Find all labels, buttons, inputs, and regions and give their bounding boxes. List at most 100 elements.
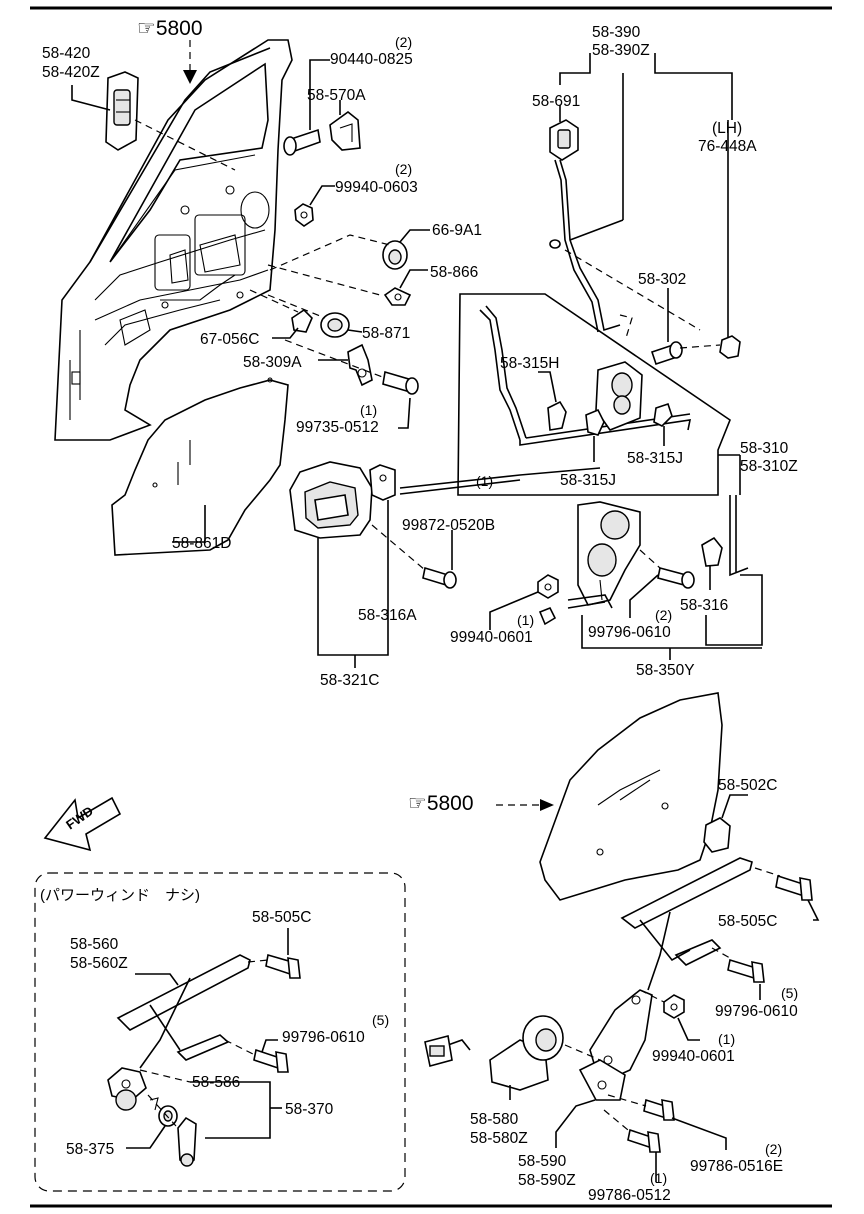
part-58-691	[549, 119, 579, 161]
label-58-316: 58-316	[680, 597, 728, 614]
part-99940-0601-a-clip	[538, 606, 557, 626]
qty-99796-0610-b: (5)	[781, 985, 798, 1001]
label-99796-0610-a: 99796-0610	[588, 624, 671, 641]
label-58-590z: 58-590Z	[518, 1172, 576, 1189]
part-58-580	[424, 1015, 564, 1091]
label-66-9a1: 66-9A1	[432, 222, 482, 239]
label-58-560: 58-560	[70, 936, 119, 953]
label-99735-0512: 99735-0512	[296, 419, 379, 436]
label-58-502c: 58-502C	[718, 777, 777, 794]
part-58-375	[158, 1105, 178, 1127]
qty-99735: (1)	[360, 402, 377, 418]
part-99786-0516e	[643, 1098, 675, 1121]
label-58-316a: 58-316A	[358, 607, 417, 624]
part-58-302	[650, 341, 683, 366]
label-99940-0601-a: 99940-0601	[450, 629, 533, 646]
label-58-560z: 58-560Z	[70, 955, 128, 972]
part-99796-0610-c	[253, 1048, 289, 1073]
inset-title: (パワーウィンド ナシ)	[40, 887, 200, 904]
part-58-866	[383, 287, 412, 306]
inset-box	[34, 872, 406, 1192]
label-58-505c-r: 58-505C	[718, 913, 777, 930]
label-58-420z: 58-420Z	[42, 64, 100, 81]
qty-99786-0512: (1)	[650, 1170, 667, 1186]
label-58-315j-b: 58-315J	[627, 450, 683, 467]
part-58-315j-b	[653, 402, 673, 427]
label-58-866: 58-866	[430, 264, 478, 281]
part-58-321c	[289, 461, 373, 539]
qty-90440: (2)	[395, 34, 412, 50]
part-67-056c	[291, 308, 313, 333]
label-lh: (LH)	[712, 120, 742, 137]
part-58-861d	[111, 377, 289, 556]
part-58-350y	[577, 501, 641, 606]
label-58-315h: 58-315H	[500, 355, 559, 372]
part-66-9a1	[382, 240, 408, 270]
part-glass	[539, 692, 723, 901]
part-58-560	[107, 954, 251, 1111]
part-58-316	[701, 536, 723, 567]
qty-99796-0610-a: (2)	[655, 607, 672, 623]
label-99872-0520b: 99872-0520B	[402, 517, 495, 534]
label-58-350y: 58-350Y	[636, 662, 695, 679]
label-58-390z: 58-390Z	[592, 42, 650, 59]
ref-5800-top: ☞5800	[137, 17, 203, 40]
label-58-370: 58-370	[285, 1101, 334, 1118]
label-58-871: 58-871	[362, 325, 410, 342]
label-58-375: 58-375	[66, 1141, 114, 1158]
qty-99796-0610-c: (5)	[372, 1012, 389, 1028]
part-58-316a	[369, 464, 396, 501]
qty-99940-0601-a: (1)	[517, 612, 534, 628]
label-76-448a: 76-448A	[698, 138, 757, 155]
part-58-420	[105, 71, 139, 151]
part-58-871	[320, 312, 350, 338]
label-90440-0825: 90440-0825	[330, 51, 413, 68]
door-shell	[54, 39, 293, 441]
part-58-315h	[547, 400, 567, 431]
label-58-302: 58-302	[638, 271, 686, 288]
label-67-056c: 67-056C	[200, 331, 259, 348]
qty-99940-0601-b: (1)	[718, 1031, 735, 1047]
part-99940-0601-a	[537, 574, 559, 599]
label-58-310: 58-310	[740, 440, 789, 457]
label-99786-0512: 99786-0512	[588, 1187, 671, 1204]
part-99796-0610-b	[727, 958, 765, 983]
part-58-309a	[347, 343, 373, 387]
label-58-590: 58-590	[518, 1153, 567, 1170]
label-58-505c-i: 58-505C	[252, 909, 311, 926]
qty-99786-0516e: (2)	[765, 1141, 782, 1157]
part-99786-0512	[627, 1128, 661, 1153]
part-99872-0520b	[422, 566, 457, 589]
part-90440-0825	[283, 128, 321, 156]
label-99940-0601-b: 99940-0601	[652, 1048, 735, 1065]
label-99940-0603: 99940-0603	[335, 179, 418, 196]
qty-99940-0603: (2)	[395, 161, 412, 177]
label-58-309a: 58-309A	[243, 354, 302, 371]
label-58-691: 58-691	[532, 93, 580, 110]
fwd-arrow	[43, 796, 122, 852]
label-58-310z: 58-310Z	[740, 458, 798, 475]
label-99796-0610-c: 99796-0610	[282, 1029, 365, 1046]
latch-callout-box	[457, 293, 731, 496]
label-58-586: 58-586	[192, 1074, 240, 1091]
label-58-315j-a: 58-315J	[560, 472, 616, 489]
label-99796-0610-b: 99796-0610	[715, 1003, 798, 1020]
label-58-580z: 58-580Z	[470, 1130, 528, 1147]
label-99786-0516e: 99786-0516E	[690, 1158, 783, 1175]
part-58-502c	[703, 817, 731, 853]
label-58-420: 58-420	[42, 45, 91, 62]
ref-5800-bottom: ☞5800	[408, 792, 474, 815]
part-99940-0603	[294, 203, 314, 227]
part-99735-0512	[382, 370, 419, 395]
part-99796-0610-a	[657, 567, 695, 589]
qty-99872: (1)	[476, 473, 493, 489]
part-58-315j-a	[585, 408, 605, 436]
part-58-586	[177, 1116, 197, 1167]
part-58-505c-i	[265, 953, 301, 979]
label-58-321c: 58-321C	[320, 672, 379, 689]
part-regulator-power	[578, 857, 753, 1101]
part-58-505c-r	[775, 874, 813, 901]
label-58-580: 58-580	[470, 1111, 519, 1128]
label-58-861d: 58-861D	[172, 535, 231, 552]
